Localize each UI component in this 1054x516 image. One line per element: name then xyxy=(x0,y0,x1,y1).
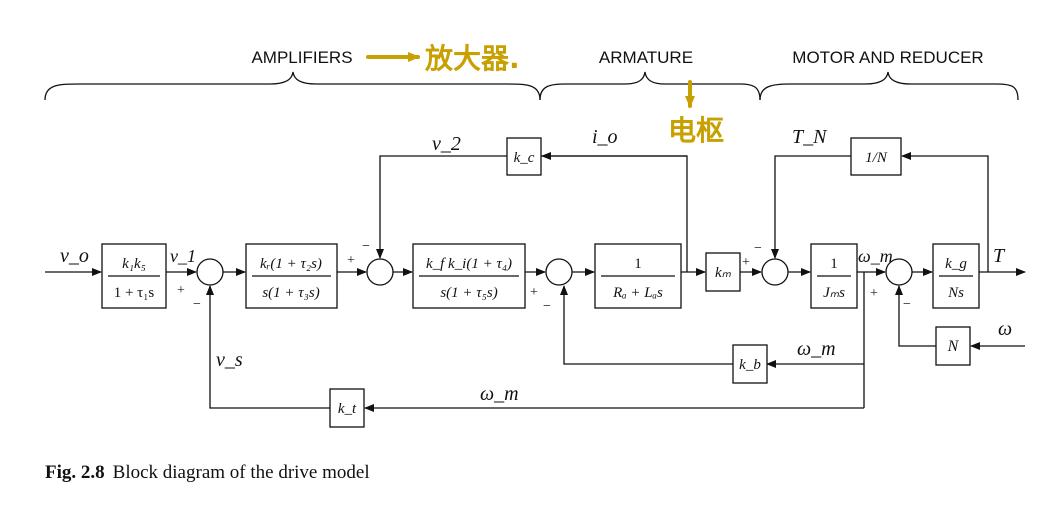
caption-label: Fig. 2.8 xyxy=(45,462,105,483)
block-amplifier-1-den: 1 + τ₁s xyxy=(114,285,155,301)
block-reducer-den: Ns xyxy=(947,285,964,301)
block-n-label: N xyxy=(947,338,960,355)
annotation-amplifiers: 放大器. xyxy=(424,42,520,75)
signal-v2: v_2 xyxy=(432,133,461,155)
sum-junction-5 xyxy=(885,258,913,286)
svg-text:−: − xyxy=(543,299,551,314)
signal-tn: T_N xyxy=(792,126,828,148)
brace-amplifiers xyxy=(44,71,541,101)
signal-io: i_o xyxy=(592,126,618,148)
block-amplifier-3-den: s(1 + τ₅s) xyxy=(440,285,497,301)
block-km-label: kₘ xyxy=(715,265,732,281)
signal-wm-bottom: ω_m xyxy=(480,383,519,405)
block-kc xyxy=(506,137,542,176)
section-motor-reducer: MOTOR AND REDUCER xyxy=(792,48,983,67)
block-inertia-den: Jₘs xyxy=(823,285,845,301)
brace-armature xyxy=(539,71,761,101)
block-amplifier-1-num: k₁k₅ xyxy=(122,256,146,272)
svg-text:+: + xyxy=(347,253,355,268)
block-kt xyxy=(329,388,365,428)
figure-caption: Fig. 2.8 Block diagram of the drive model xyxy=(45,462,370,483)
svg-text:+: + xyxy=(177,283,185,298)
signal-vo: v_o xyxy=(60,245,89,267)
sum-junction-4 xyxy=(761,258,789,286)
block-amplifier-2-num: kᵣ(1 + τ₂s) xyxy=(260,256,322,272)
section-armature: ARMATURE xyxy=(599,48,693,67)
block-kt-label: k_t xyxy=(338,401,357,417)
signal-vs: v_s xyxy=(216,349,243,371)
sum-junction-1 xyxy=(196,258,224,286)
block-kb-label: k_b xyxy=(739,357,761,373)
sum-junction-2 xyxy=(366,258,394,286)
block-inv-n-label: 1/N xyxy=(865,150,888,166)
svg-text:−: − xyxy=(362,239,370,254)
signal-v1: v_1 xyxy=(170,246,196,266)
svg-text:−: − xyxy=(903,297,911,312)
block-armature-num: 1 xyxy=(634,256,642,272)
svg-text:+: + xyxy=(742,255,750,270)
signal-wm-kb: ω_m xyxy=(797,338,836,360)
block-inv-n xyxy=(850,137,902,176)
sum-junction-3 xyxy=(545,258,573,286)
svg-text:+: + xyxy=(870,286,878,301)
caption-text: Block diagram of the drive model xyxy=(113,462,370,483)
block-amplifier-3-num: k_f k_i(1 + τ₄) xyxy=(426,256,512,272)
signal-t: T xyxy=(993,245,1006,267)
svg-text:−: − xyxy=(193,297,201,312)
block-kb xyxy=(732,344,768,384)
brace-motor-reducer xyxy=(759,71,1019,101)
annotation-armature: 电枢 xyxy=(668,114,724,147)
signal-w: ω xyxy=(998,318,1012,340)
svg-text:−: − xyxy=(754,241,762,256)
signal-wm-top: ω_m xyxy=(858,246,893,266)
section-amplifiers: AMPLIFIERS xyxy=(251,48,352,67)
block-reducer-num: k_g xyxy=(945,256,967,272)
svg-text:+: + xyxy=(530,285,538,300)
block-inertia-num: 1 xyxy=(830,256,838,272)
block-amplifier-2-den: s(1 + τ₃s) xyxy=(262,285,319,301)
block-armature-den: Rₐ + Lₐs xyxy=(612,285,663,301)
block-kc-label: k_c xyxy=(514,150,535,166)
